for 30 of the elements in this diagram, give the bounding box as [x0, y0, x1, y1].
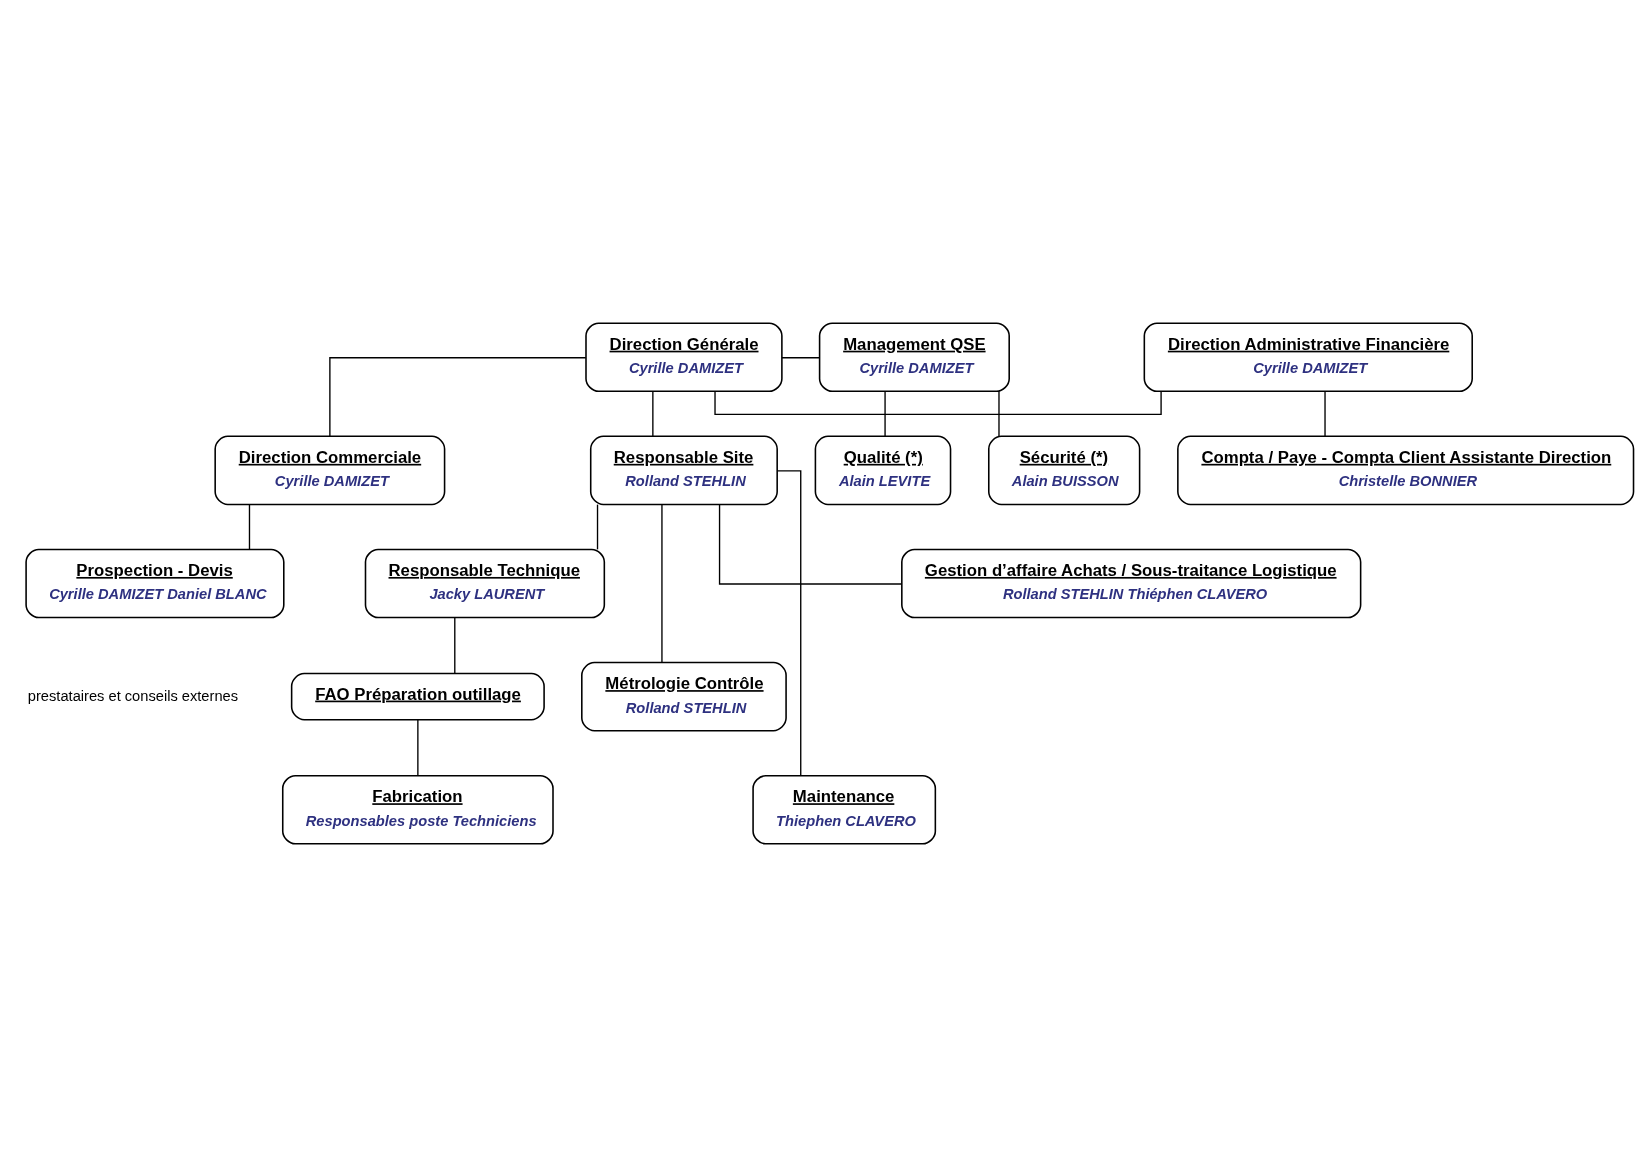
node-box: Métrologie Contrôle Rolland STEHLIN [581, 661, 787, 731]
node-box: Sécurité (*) Alain BUISSON [988, 435, 1141, 505]
connector [329, 356, 587, 437]
node-box: Management QSE Cyrille DAMIZET [818, 321, 1010, 392]
connector [781, 356, 821, 358]
connector [714, 390, 1162, 415]
node-box: Responsable Technique Jacky LAURENT [364, 548, 606, 618]
connector [998, 390, 1000, 437]
node-box: Direction Administrative Financière Cyrille DAMIZET [1143, 321, 1473, 392]
connector [884, 390, 886, 437]
connector [652, 390, 654, 437]
node-box: FAO Préparation outillage [290, 672, 545, 720]
connector [718, 503, 903, 585]
connector [661, 503, 663, 663]
connector [1324, 390, 1326, 437]
node-box: Qualité (*) Alain LEVITE [814, 435, 952, 505]
connector [417, 718, 419, 776]
node-box: Maintenance Thiephen CLAVERO [752, 774, 937, 845]
connector [248, 503, 251, 550]
node-box: Fabrication Responsables poste Techniciens [281, 774, 554, 845]
connector [776, 469, 802, 776]
node-box: Gestion d’affaire Achats / Sous-traitance Logistique Rolland STEHLIN Thiéphen CLAVERO [901, 548, 1362, 618]
node-box: Responsable Site Rolland STEHLIN [589, 435, 778, 505]
node-box: Direction Générale Cyrille DAMIZET [585, 321, 783, 392]
connector [454, 616, 456, 674]
connector [596, 503, 599, 550]
node-box: Prospection - Devis Cyrille DAMIZET Daniel BLANC [25, 548, 285, 618]
node-box: Direction Commerciale Cyrille DAMIZET [214, 435, 446, 505]
label: prestataires et conseils externes [27, 687, 239, 704]
node-box: Compta / Paye - Compta Client Assistante Direction Christelle BONNIER [1177, 435, 1635, 505]
